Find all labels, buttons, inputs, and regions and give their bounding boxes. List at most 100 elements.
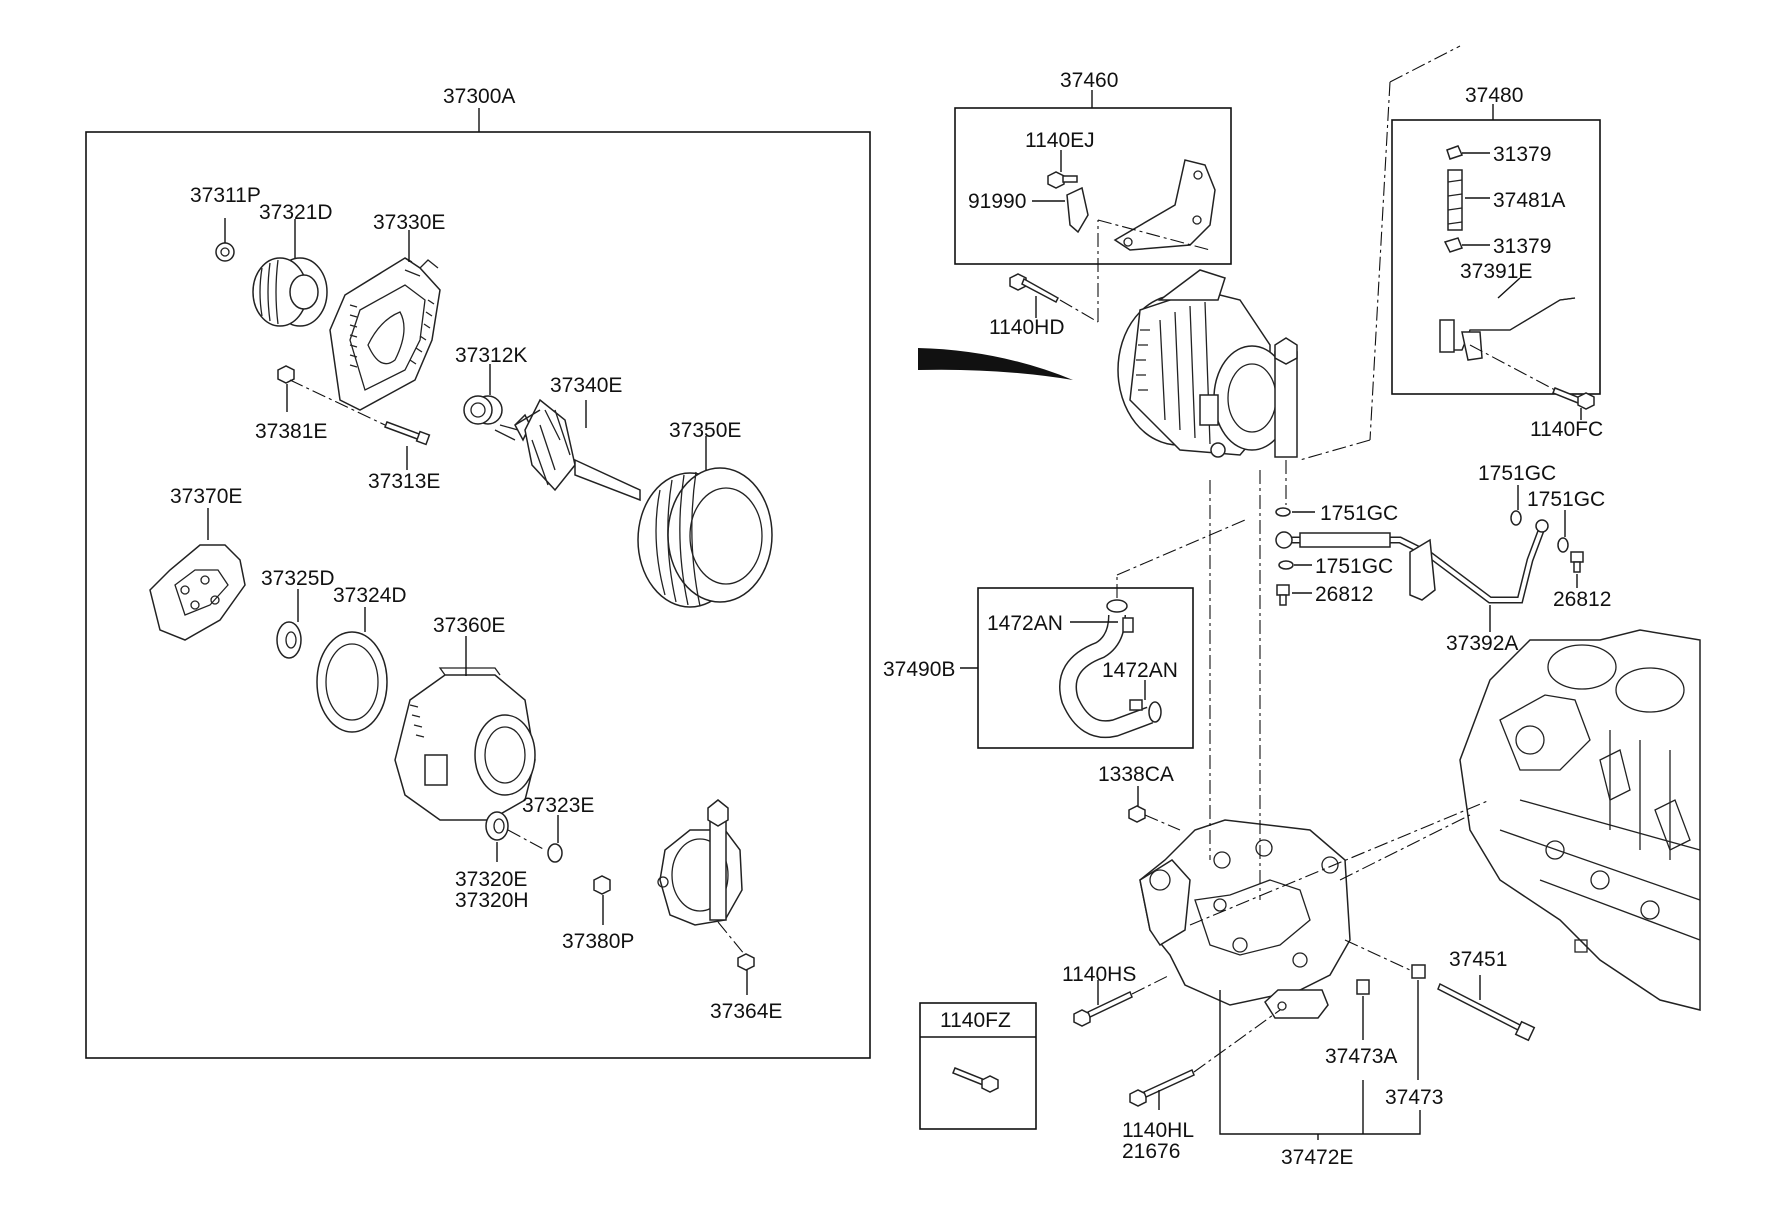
label-26812-b[interactable]: 26812 bbox=[1553, 588, 1611, 611]
bolt-1140HD-icon bbox=[1009, 273, 1059, 304]
nut-37380P-icon bbox=[593, 875, 611, 895]
bolt-1140EJ-icon bbox=[1047, 171, 1078, 189]
label-37473[interactable]: 37473 bbox=[1385, 1086, 1443, 1109]
bolt-1140FZ-icon bbox=[952, 1067, 986, 1086]
label-1338CA[interactable]: 1338CA bbox=[1098, 763, 1174, 786]
label-37370E[interactable]: 37370E bbox=[170, 485, 242, 508]
spacer-37473-icon bbox=[1411, 964, 1426, 979]
bolt-26812-b-icon bbox=[1570, 551, 1584, 573]
bolt-37313E-icon bbox=[384, 421, 431, 446]
label-37311P[interactable]: 37311P bbox=[190, 184, 261, 207]
label-37460[interactable]: 37460 bbox=[1060, 69, 1118, 92]
bolt-group-1140FZ: 1140FZ bbox=[919, 1002, 1037, 1130]
rectifier-37370E-icon bbox=[149, 544, 246, 641]
bracket-37472E-icon bbox=[1139, 819, 1351, 1019]
label-37324D[interactable]: 37324D bbox=[333, 584, 407, 607]
washer-1751GC-d-icon bbox=[1557, 537, 1569, 553]
label-37473A[interactable]: 37473A bbox=[1325, 1045, 1397, 1068]
label-1751GC-c[interactable]: 1751GC bbox=[1478, 462, 1556, 485]
label-26812-a[interactable]: 26812 bbox=[1315, 583, 1373, 606]
label-37360E[interactable]: 37360E bbox=[433, 614, 505, 637]
label-37381E[interactable]: 37381E bbox=[255, 420, 327, 443]
label-37321D[interactable]: 37321D bbox=[259, 201, 333, 224]
hose-37481A-icon bbox=[1447, 169, 1463, 231]
label-37320H[interactable]: 37320H bbox=[455, 889, 529, 912]
label-37350E[interactable]: 37350E bbox=[669, 419, 741, 442]
engine-block-icon bbox=[1459, 629, 1701, 1011]
label-31379-a[interactable]: 31379 bbox=[1493, 143, 1551, 166]
bolt-1140HS-icon bbox=[1073, 990, 1133, 1027]
oil-pipe-group-37480: 37480 31379 37481A 31379 37391E bbox=[1391, 84, 1601, 395]
clamp-31379-b-icon bbox=[1443, 237, 1463, 253]
spacer-37473A-icon bbox=[1356, 979, 1370, 995]
label-37364E[interactable]: 37364E bbox=[710, 1000, 782, 1023]
label-1472AN-b[interactable]: 1472AN bbox=[1102, 659, 1178, 682]
front-housing-37330E-icon bbox=[329, 257, 441, 411]
bolt-1140FC-icon bbox=[1552, 387, 1595, 410]
label-31379-b[interactable]: 31379 bbox=[1493, 235, 1551, 258]
rear-housing-37360E-icon bbox=[394, 667, 536, 821]
frame-37460 bbox=[954, 107, 1232, 265]
label-1751GC-a[interactable]: 1751GC bbox=[1320, 502, 1398, 525]
bolt-37364E-icon bbox=[737, 953, 755, 971]
label-1472AN-a[interactable]: 1472AN bbox=[987, 612, 1063, 635]
clamp-31379-icon bbox=[1446, 145, 1464, 160]
stator-37350E-icon bbox=[637, 467, 773, 608]
label-37323E[interactable]: 37323E bbox=[522, 794, 594, 817]
bolt-1140HL-icon bbox=[1129, 1068, 1195, 1107]
direction-arrow-icon bbox=[918, 348, 1073, 380]
pulley-37321D-icon bbox=[252, 257, 328, 327]
washer-1751GC-b-icon bbox=[1278, 560, 1294, 570]
label-37472E[interactable]: 37472E bbox=[1281, 1146, 1353, 1169]
bolt-26812-icon bbox=[1276, 584, 1290, 606]
nut-37311P-icon bbox=[215, 242, 235, 262]
label-37312K[interactable]: 37312K bbox=[455, 344, 527, 367]
label-37300A[interactable]: 37300A bbox=[443, 85, 515, 108]
bolt-37451-icon bbox=[1437, 982, 1536, 1042]
label-21676[interactable]: 21676 bbox=[1122, 1140, 1180, 1163]
frame-37480 bbox=[1391, 119, 1601, 395]
frame-1140FZ bbox=[919, 1002, 1037, 1130]
pipe-37392A-icon bbox=[1275, 519, 1549, 604]
nut-1338CA-icon bbox=[1128, 805, 1146, 823]
label-1140EJ[interactable]: 1140EJ bbox=[1025, 129, 1095, 152]
label-37380P[interactable]: 37380P bbox=[562, 930, 634, 953]
label-37391E[interactable]: 37391E bbox=[1460, 260, 1532, 283]
label-1751GC-b[interactable]: 1751GC bbox=[1315, 555, 1393, 578]
label-1140HL[interactable]: 1140HL bbox=[1122, 1119, 1194, 1142]
label-37451[interactable]: 37451 bbox=[1449, 948, 1507, 971]
label-37325D[interactable]: 37325D bbox=[261, 567, 335, 590]
label-91990[interactable]: 91990 bbox=[968, 190, 1026, 213]
label-37340E[interactable]: 37340E bbox=[550, 374, 622, 397]
label-37330E[interactable]: 37330E bbox=[373, 211, 445, 234]
assembly-frame-37300A bbox=[85, 131, 871, 1059]
washer-37325D-icon bbox=[276, 621, 302, 659]
label-1751GC-d[interactable]: 1751GC bbox=[1527, 488, 1605, 511]
hose-1472AN-icon bbox=[1059, 599, 1162, 739]
ring-37324D-icon bbox=[316, 631, 388, 733]
label-37490B[interactable]: 37490B bbox=[883, 658, 955, 681]
washer-1751GC-icon bbox=[1275, 507, 1291, 517]
hose-group-37490B: 37490B 1472AN 1472AN bbox=[883, 587, 1194, 749]
vacuum-pump-icon bbox=[657, 799, 743, 926]
label-37320E[interactable]: 37320E bbox=[455, 868, 527, 891]
bearing-37312K-icon bbox=[463, 395, 503, 425]
alternator-assembly-icon bbox=[1117, 269, 1298, 458]
label-1140HS[interactable]: 1140HS bbox=[1062, 963, 1136, 986]
washer-37323E-icon bbox=[547, 843, 563, 863]
bearing-37320E-icon bbox=[485, 811, 509, 841]
label-37481A[interactable]: 37481A bbox=[1493, 189, 1565, 212]
label-37392A[interactable]: 37392A bbox=[1446, 632, 1518, 655]
label-37313E[interactable]: 37313E bbox=[368, 470, 440, 493]
clip-91990-icon bbox=[1066, 186, 1089, 234]
label-1140FC[interactable]: 1140FC bbox=[1530, 418, 1603, 441]
label-37480[interactable]: 37480 bbox=[1465, 84, 1523, 107]
bracket-37460-icon bbox=[1113, 159, 1216, 251]
nut-37381E-icon bbox=[277, 365, 295, 384]
alternator-assembly-group: 37300A 37311P 37321D 37330E 37381E bbox=[85, 85, 871, 1059]
label-1140HD[interactable]: 1140HD bbox=[989, 316, 1065, 339]
rotor-37340E-icon bbox=[494, 398, 641, 502]
label-1140FZ[interactable]: 1140FZ bbox=[940, 1009, 1011, 1032]
pipe-37391E-icon bbox=[1439, 297, 1576, 361]
